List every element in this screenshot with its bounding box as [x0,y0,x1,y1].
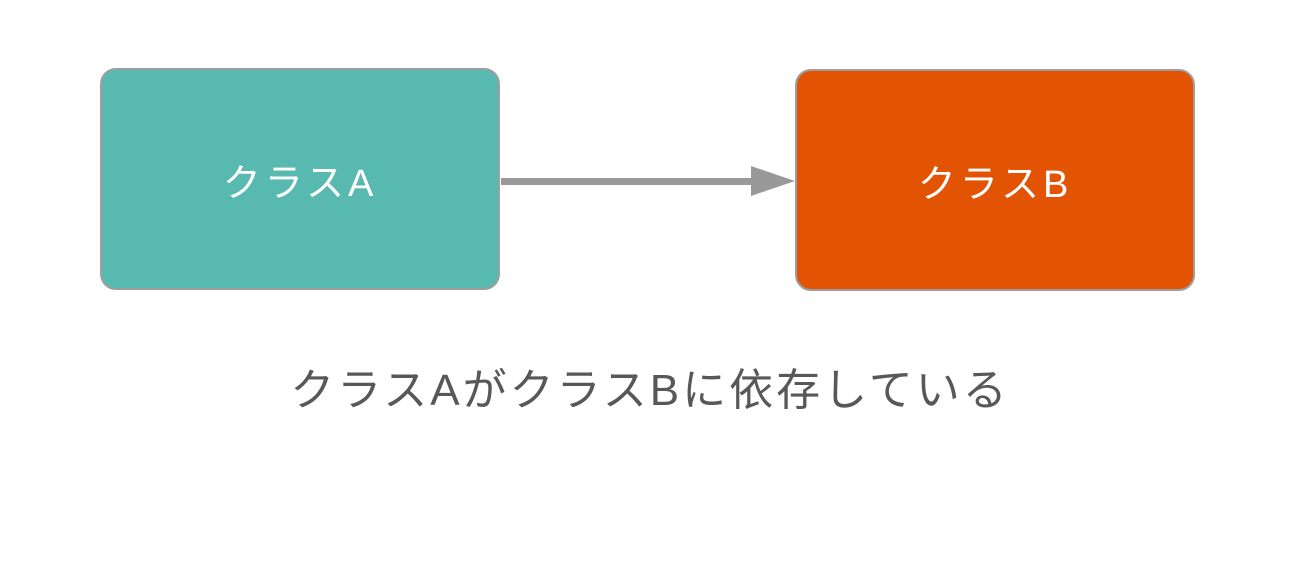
class-a-node: クラスA [100,68,500,290]
class-b-label: クラスB [917,163,1073,206]
dependency-arrow [501,166,795,196]
dependency-arrow-shaft [501,178,755,185]
class-a-label: クラスA [222,162,378,205]
diagram-caption: クラスAがクラスBに依存している [290,366,1010,415]
class-b-node: クラスB [795,69,1195,291]
arrow-head-icon [751,166,795,196]
